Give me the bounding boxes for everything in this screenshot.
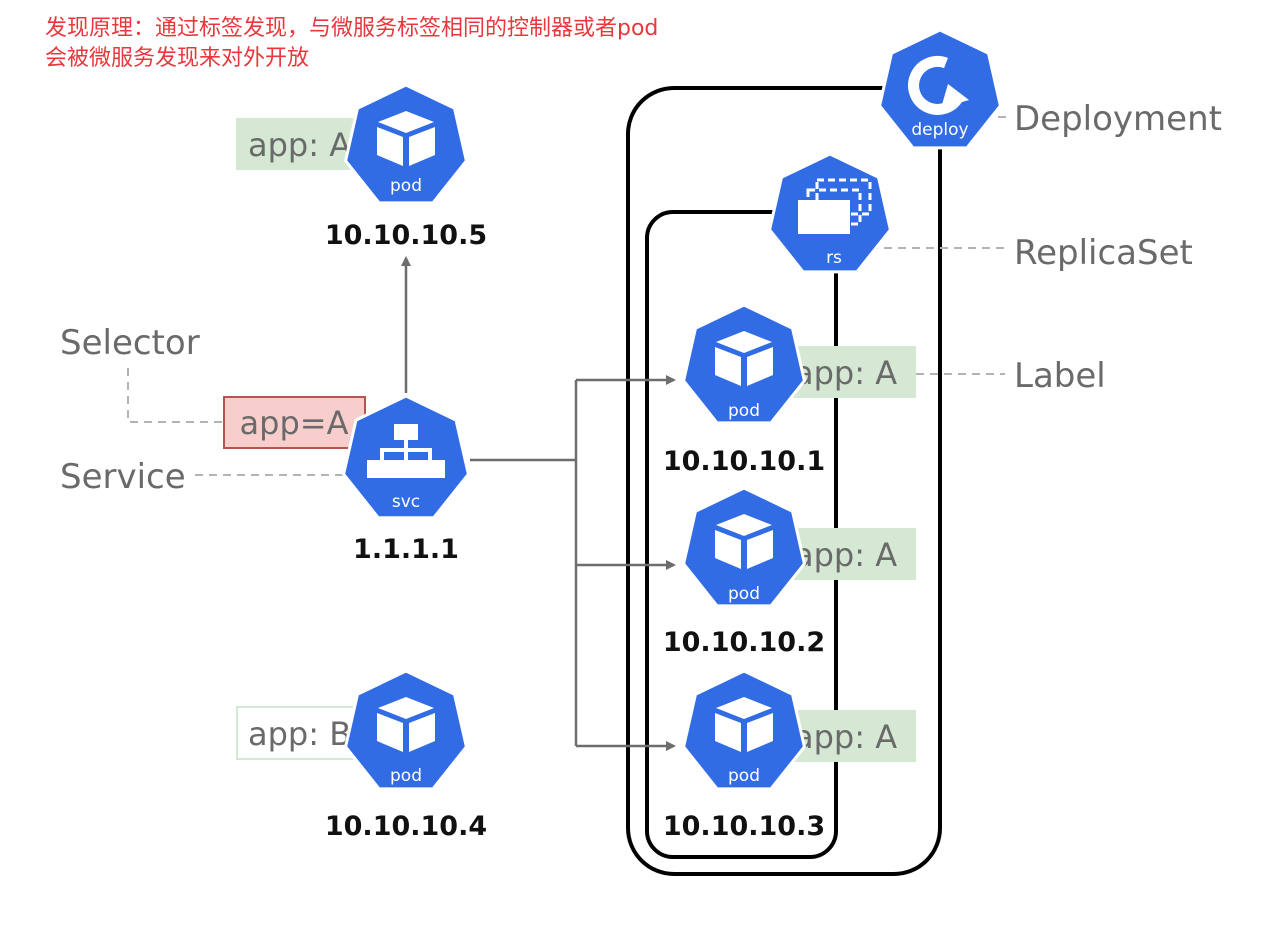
hierarchy-icon [367, 424, 445, 478]
pod4-label: app: B [248, 715, 351, 753]
explanation-note: 发现原理：通过标签发现，与微服务标签相同的控制器或者pod 会被微服务发现来对外… [45, 14, 658, 74]
svc-node-label: svc [392, 492, 420, 512]
refresh-icon [908, 55, 969, 115]
cube-icon [715, 514, 773, 569]
deploy-node [877, 28, 1003, 150]
selector-value: app=A [240, 404, 349, 442]
selector-connector [127, 368, 224, 423]
pod3-ip: 10.10.10.3 [663, 811, 825, 842]
pod4-node-label: pod [390, 766, 422, 786]
label-label: Label [1014, 356, 1106, 396]
cube-icon [715, 331, 773, 386]
pod2-ip: 10.10.10.2 [663, 627, 825, 658]
pod3-node [681, 669, 807, 791]
pod2-label: app: A [794, 536, 897, 574]
pod1-label-box [784, 346, 916, 398]
pod3-label-box [784, 710, 916, 762]
pod1-node [681, 303, 807, 425]
pod1-node-label: pod [728, 401, 760, 421]
note-line-1: 发现原理：通过标签发现，与微服务标签相同的控制器或者pod [45, 16, 659, 41]
deploy-node-label: deploy [911, 120, 968, 140]
selector-box [223, 396, 366, 449]
cube-icon [377, 697, 435, 752]
stacked-pages-icon [798, 178, 872, 234]
note-line-2: 会被微服务发现来对外开放 [45, 46, 310, 71]
pod5-node [343, 83, 469, 205]
deployment-label: Deployment [1014, 99, 1222, 139]
pod5-ip: 10.10.10.5 [325, 220, 487, 251]
selector-label: Selector [60, 323, 200, 363]
replicaset-node-label: rs [826, 248, 842, 268]
cube-icon [715, 697, 773, 752]
service-label: Service [60, 457, 186, 497]
svc-ip: 1.1.1.1 [353, 534, 459, 565]
pod1-ip: 10.10.10.1 [663, 446, 825, 477]
deployment-frame [626, 86, 942, 876]
pod2-node [681, 486, 807, 608]
cube-icon [377, 111, 435, 166]
pod5-node-label: pod [390, 176, 422, 196]
pod1-label: app: A [794, 354, 897, 392]
pod2-node-label: pod [728, 584, 760, 604]
pod2-label-box [784, 528, 916, 580]
pod3-node-label: pod [728, 766, 760, 786]
replicaset-label: ReplicaSet [1014, 233, 1193, 273]
pod4-ip: 10.10.10.4 [325, 811, 487, 842]
pod5-label: app: A [248, 126, 351, 164]
pod4-node [343, 669, 469, 791]
pod3-label: app: A [794, 718, 897, 756]
